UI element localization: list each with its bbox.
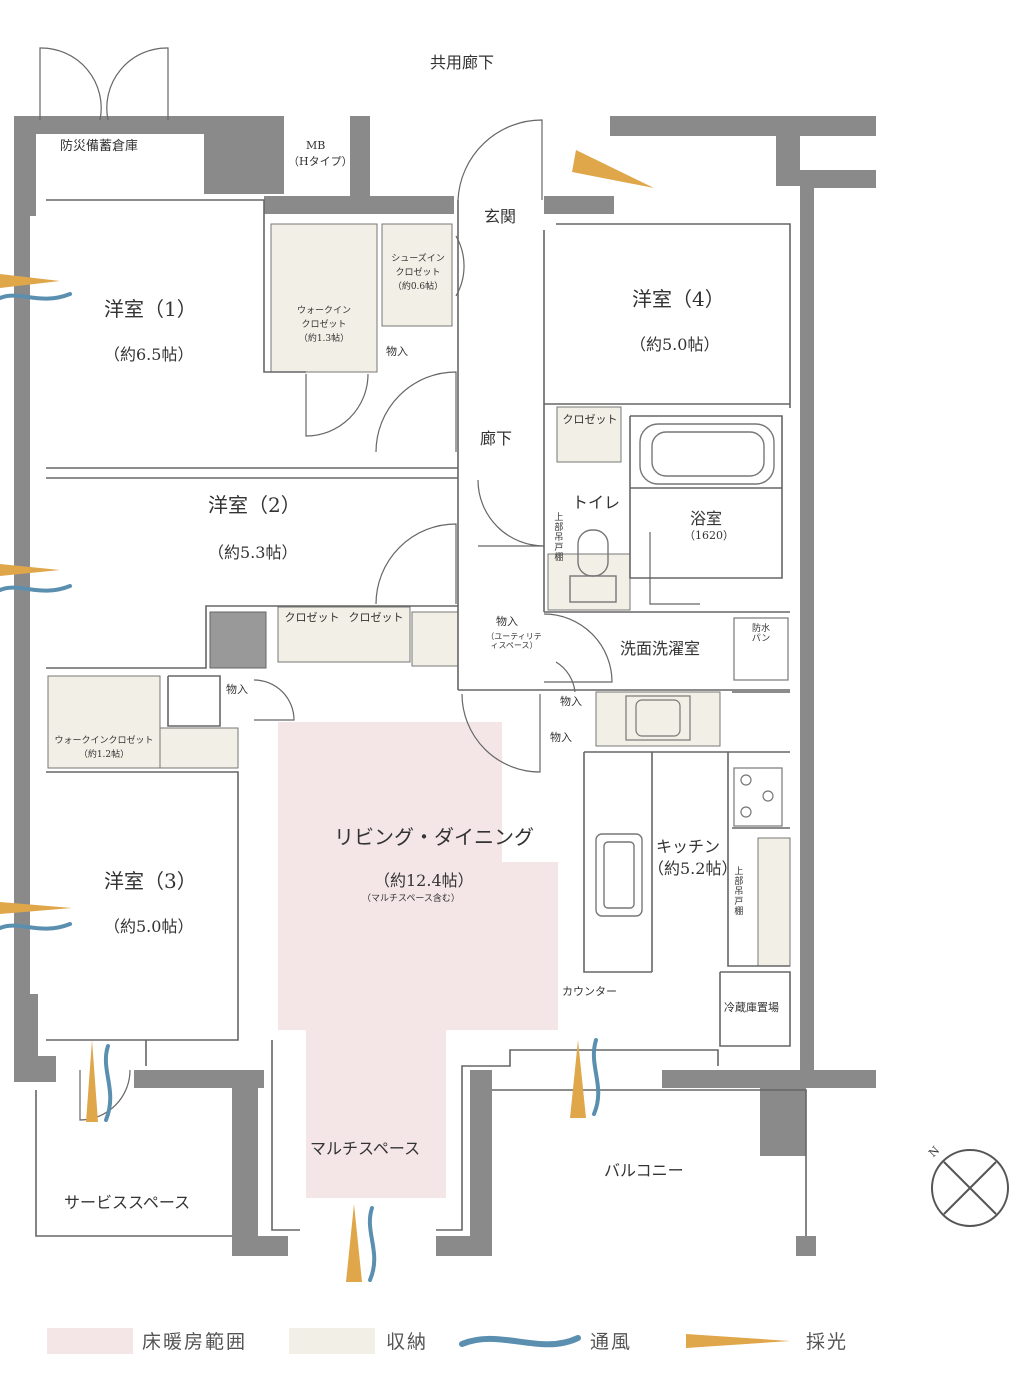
walkin1-line1: ウォークイン xyxy=(296,306,351,316)
storage-c-label: 物入 xyxy=(550,731,572,744)
multispace-label: マルチスペース xyxy=(310,1139,421,1158)
mb-label: MB xyxy=(306,139,326,152)
bath-size: （1620） xyxy=(684,529,734,542)
western4-size: （約5.0帖） xyxy=(630,335,720,354)
kitchen-name: キッチン xyxy=(656,837,721,856)
stove xyxy=(733,767,783,827)
shoes-closet-size: （約0.6帖） xyxy=(392,282,444,292)
pipe-space xyxy=(209,611,267,669)
waterproof-pan-label: 防水パン xyxy=(751,624,771,645)
interior-lines xyxy=(35,199,807,1237)
counter-label: カウンター xyxy=(562,985,617,998)
entrance-label: 玄関 xyxy=(484,207,517,226)
hallway-label: 廊下 xyxy=(480,429,513,448)
shoes-closet-line1: シューズイン xyxy=(391,254,445,264)
western2-name: 洋室（2） xyxy=(208,493,301,517)
walkin3-line1: ウォークインクロゼット xyxy=(54,736,154,746)
storage-b-label: 物入 xyxy=(560,695,582,708)
upper-shelf-1: 上部吊戸棚 xyxy=(552,512,563,562)
legend-wind: 通風 xyxy=(590,1331,633,1353)
western3-name: 洋室（3） xyxy=(104,869,197,893)
disaster-storage-label: 防災備蓄倉庫 xyxy=(60,139,139,154)
shoes-closet-line2: クロゼット xyxy=(395,268,441,278)
legend-light: 採光 xyxy=(806,1331,849,1353)
fridge-label: 冷蔵庫置場 xyxy=(724,1001,779,1014)
legend-swatch-floor-heating xyxy=(47,1328,133,1354)
washroom-label: 洗面洗濯室 xyxy=(620,639,701,658)
legend-floor-heating: 床暖房範囲 xyxy=(142,1331,248,1353)
outer-walls xyxy=(14,116,876,1256)
compass xyxy=(931,1149,1009,1227)
light-arrows xyxy=(0,150,654,1282)
living-note: （マルチスペース含む） xyxy=(362,894,460,904)
closet-w2a-label: クロゼット xyxy=(284,611,340,624)
legend-swatch-wind xyxy=(459,1335,581,1348)
balcony-label: バルコニー xyxy=(604,1161,684,1180)
living-size: （約12.4帖） xyxy=(374,871,474,890)
toilet xyxy=(569,529,617,603)
service-space-label: サービススペース xyxy=(64,1193,191,1212)
living-name: リビング・ダイニング xyxy=(334,825,534,849)
walkin3-size: （約1.2帖） xyxy=(78,750,130,760)
mb-type-label: （Hタイプ） xyxy=(288,155,353,168)
walkin1-size: （約1.3帖） xyxy=(298,334,350,344)
legend-swatch-light xyxy=(686,1334,790,1348)
common-corridor-label: 共用廊下 xyxy=(430,53,495,72)
closet-w2b-label: クロゼット xyxy=(348,611,404,624)
doors xyxy=(39,47,700,1121)
toilet-label: トイレ xyxy=(572,493,621,512)
kitchen-sink xyxy=(595,833,643,917)
utility-storage-label: 物入 xyxy=(496,615,518,628)
legend-storage: 収納 xyxy=(386,1331,429,1353)
storage-d-label: 物入 xyxy=(226,683,248,696)
wash-basin xyxy=(625,695,691,741)
western3-size: （約5.0帖） xyxy=(104,917,194,936)
floor-heating-zone xyxy=(278,722,558,1198)
waterproof-pan xyxy=(733,617,789,681)
western1-name: 洋室（1） xyxy=(104,297,197,321)
kitchen-size: （約5.2帖） xyxy=(648,859,738,878)
wind-waves xyxy=(0,292,601,1282)
upper-shelf-2: 上部吊戸棚 xyxy=(732,866,743,916)
western4-name: 洋室（4） xyxy=(632,287,725,311)
utility-space-label: （ユーティリティスペース） xyxy=(486,632,542,651)
western1-size: （約6.5帖） xyxy=(104,345,194,364)
bath-name: 浴室 xyxy=(690,509,723,528)
bathtub xyxy=(639,423,775,485)
legend-swatch-storage xyxy=(289,1328,375,1354)
walkin1-line2: クロゼット xyxy=(301,320,347,330)
storage-a-label: 物入 xyxy=(386,345,408,358)
western2-size: （約5.3帖） xyxy=(208,543,298,562)
closet-w4-label: クロゼット xyxy=(562,413,618,426)
